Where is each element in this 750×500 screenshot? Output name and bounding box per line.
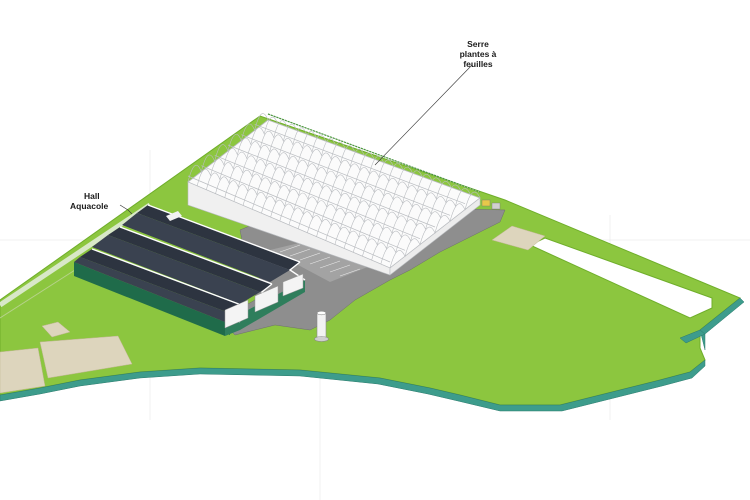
parking-lot [270,238,380,282]
hall-skylight [166,211,182,221]
greenhouse-frame [233,131,317,202]
parking-stripes [279,244,361,277]
leader-line-serre [374,64,473,166]
greenhouse-frame [371,184,461,261]
greenhouse-frame [389,191,481,269]
greenhouse-frame [187,113,269,183]
greenhouse-frame [343,173,433,249]
retaining-wall [0,359,706,412]
greenhouse-frame [215,123,298,194]
sand-zone-left-1 [0,347,46,394]
greenhouse-frame [196,116,278,186]
hall-roof-1 [80,249,244,314]
leader-line-hall [119,204,133,215]
greenhouse-frame [279,148,365,222]
greenhouse-label-line2: plantes à [459,49,497,59]
greenhouse-frame [288,152,375,226]
greenhouse-ridge [214,155,421,239]
white-zone [528,237,713,319]
greenhouse-frame [325,166,413,241]
greenhouse-frame [206,120,288,190]
hall-label-line1: Hall [84,191,100,201]
retaining-wall-right [699,297,745,351]
hall-label: Hall Aquacole [70,191,126,211]
silo [314,310,329,342]
equipment-box [481,199,491,207]
greenhouse-frame [380,188,471,265]
hall-label-line2: Aquacole [70,201,109,211]
greenhouse-top-edge [267,113,481,193]
greenhouse-frame [242,134,327,206]
greenhouse-label: Serre plantes à feuilles [448,39,508,69]
hall-roof-1b [74,257,232,322]
equipment-box-2 [491,202,501,210]
sand-zone-left-2 [39,335,133,379]
greenhouse-label-line3: feuilles [463,59,493,69]
greenhouse-frame [362,181,452,257]
greenhouse-frame [261,141,346,214]
hall-roof-3 [137,205,300,270]
greenhouse-frame [224,127,307,198]
greenhouse-frame [297,156,384,229]
greenhouse [187,113,481,276]
path-edge [0,202,152,308]
greenhouse-ridge [201,165,406,251]
hall-annex-1 [224,299,249,329]
greenhouse-frame [307,159,394,233]
hall-roof-2 [108,227,272,292]
greenhouse-label-line1: Serre [467,39,489,49]
greenhouse-ridge [241,134,451,216]
greenhouse-ridge [254,124,466,204]
sand-zone-small [41,321,71,338]
greenhouse-frame [334,170,423,245]
greenhouse-frame [352,177,442,253]
greenhouse-frame [270,145,356,218]
path-edge-2 [0,269,76,319]
greenhouse-frame [316,163,404,237]
hall-annex-3 [282,273,304,297]
aquaculture-hall [74,204,306,336]
hall-wall-front-face [74,262,225,336]
greenhouse-ridge [227,144,436,228]
retaining-wall-right-2 [679,329,706,344]
greenhouse-frame [251,138,336,210]
greenhouse-ridge [187,175,391,263]
sand-zone-right [491,225,546,251]
hall-roof-2b [92,235,260,304]
hall-roof-3b [122,213,290,282]
hall-annex-2 [254,285,279,313]
